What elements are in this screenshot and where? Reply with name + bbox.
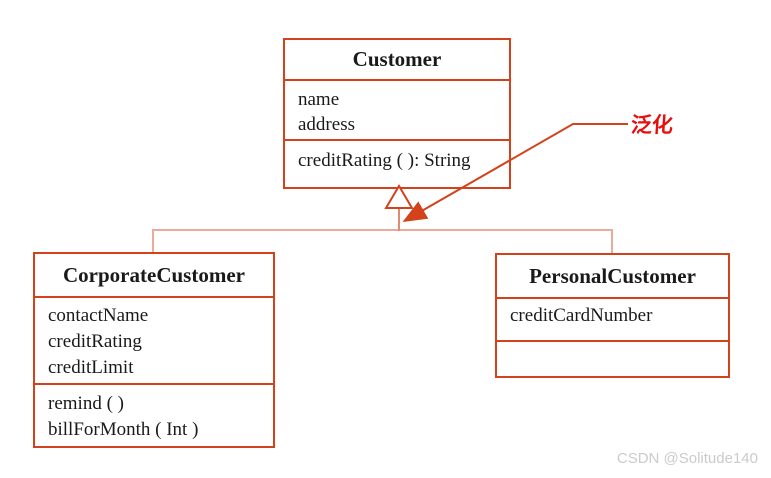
class-box-customer: Customer name address creditRating ( ): … [283, 38, 511, 189]
personal-customer-attributes: creditCardNumber [497, 299, 728, 342]
corporate-customer-attributes: contactName creditRating creditLimit [35, 298, 273, 385]
generalization-annotation-label: 泛化 [630, 113, 674, 137]
attribute: creditRating [48, 331, 142, 352]
generalization-tree-line [152, 229, 613, 253]
attribute: name [298, 89, 340, 110]
class-title-corporate-customer: CorporateCustomer [35, 254, 273, 298]
customer-methods: creditRating ( ): String [285, 141, 509, 187]
attribute: creditLimit [48, 357, 134, 378]
class-box-corporate-customer: CorporateCustomer contactName creditRati… [33, 252, 275, 448]
class-title-personal-customer: PersonalCustomer [497, 255, 728, 299]
attribute: creditCardNumber [510, 305, 653, 326]
class-title-customer: Customer [285, 40, 509, 81]
attribute: address [298, 114, 355, 135]
corporate-customer-methods: remind ( ) billForMonth ( Int ) [35, 385, 273, 446]
class-box-personal-customer: PersonalCustomer creditCardNumber [495, 253, 730, 378]
attribute: contactName [48, 305, 149, 326]
method: remind ( ) [48, 393, 124, 414]
generalization-triangle-icon [384, 184, 414, 209]
customer-attributes: name address [285, 81, 509, 141]
method: creditRating ( ): String [298, 150, 471, 171]
watermark-text: CSDN @Solitude140 [616, 450, 758, 467]
method: billForMonth ( Int ) [48, 419, 199, 440]
personal-customer-methods-empty [497, 342, 728, 376]
